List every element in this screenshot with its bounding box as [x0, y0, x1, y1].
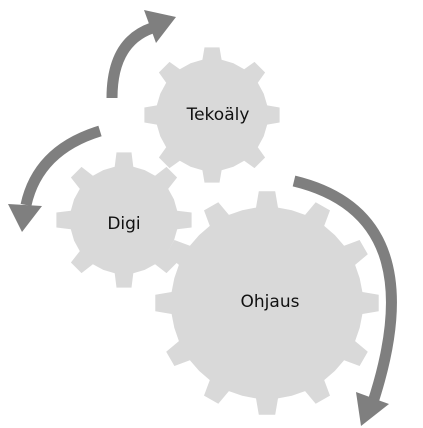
arrow-right — [292, 175, 397, 426]
gear-label-ohjaus: Ohjaus — [241, 292, 300, 312]
gear-tekoaly — [144, 47, 280, 183]
arrow-left — [8, 125, 102, 232]
arrow-top — [106, 10, 176, 99]
gear-label-digi: Digi — [107, 214, 140, 234]
gear-digi — [56, 152, 192, 288]
gear-label-tekoaly: Tekoäly — [186, 105, 250, 125]
gear-ohjaus — [155, 191, 379, 415]
